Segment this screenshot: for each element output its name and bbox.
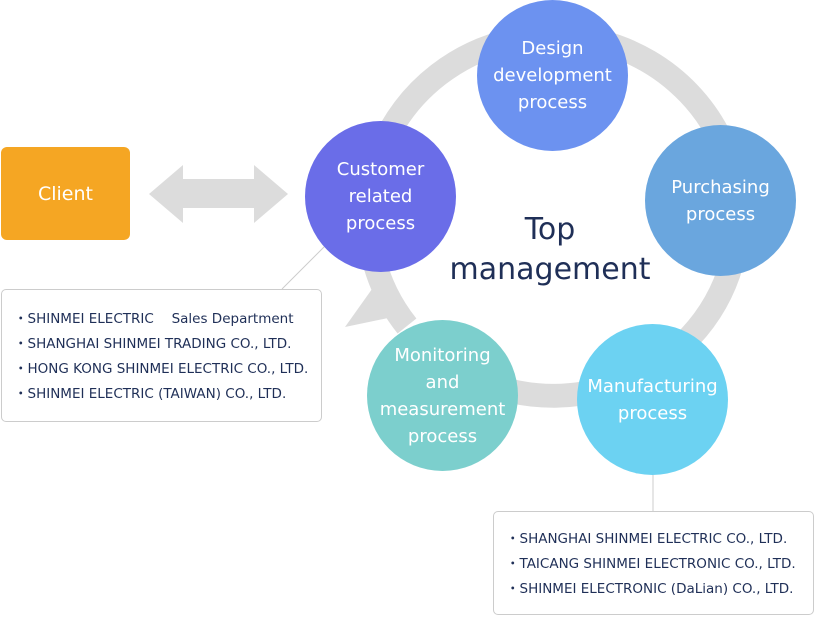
purchasing-process-label: Purchasing process <box>671 176 770 225</box>
customer-company-item: ・HONG KONG SHINMEI ELECTRIC CO., LTD. <box>14 361 309 377</box>
monitoring-measurement-process-label: Monitoring and measurement process <box>379 344 506 447</box>
manufacturing-company-item: ・SHANGHAI SHINMEI ELECTRIC CO., LTD. <box>506 531 788 547</box>
monitoring-measurement-process-node: Monitoring and measurement process <box>367 320 518 471</box>
manufacturing-process-label: Manufacturing process <box>587 375 718 424</box>
customer-company-item: ・SHANGHAI SHINMEI TRADING CO., LTD. <box>14 336 292 352</box>
customer-company-item: ・SHINMEI ELECTRIC Sales Department <box>14 311 294 327</box>
client-double-arrow <box>149 165 288 223</box>
customer-companies-box: ・SHINMEI ELECTRIC Sales Department ・SHAN… <box>1 289 322 422</box>
manufacturing-company-item: ・SHINMEI ELECTRONIC (DaLian) CO., LTD. <box>506 581 794 597</box>
manufacturing-companies-box: ・SHANGHAI SHINMEI ELECTRIC CO., LTD. ・TA… <box>493 511 814 615</box>
client-label: Client <box>37 182 93 205</box>
manufacturing-process-node: Manufacturing process <box>577 324 728 475</box>
purchasing-process-node: Purchasing process <box>645 125 796 276</box>
customer-related-process-node: Customer related process <box>305 121 456 272</box>
connector-customer-info <box>281 245 326 290</box>
client-box: Client <box>1 147 130 240</box>
cycle-arrowhead <box>345 282 412 327</box>
design-development-process-node: Design development process <box>477 0 628 151</box>
top-management-title: Top management <box>449 212 651 287</box>
customer-company-item: ・SHINMEI ELECTRIC (TAIWAN) CO., LTD. <box>14 386 287 402</box>
manufacturing-company-item: ・TAICANG SHINMEI ELECTRONIC CO., LTD. <box>506 556 796 572</box>
customer-related-process-label: Customer related process <box>336 159 425 234</box>
design-development-process-label: Design development process <box>493 38 612 113</box>
